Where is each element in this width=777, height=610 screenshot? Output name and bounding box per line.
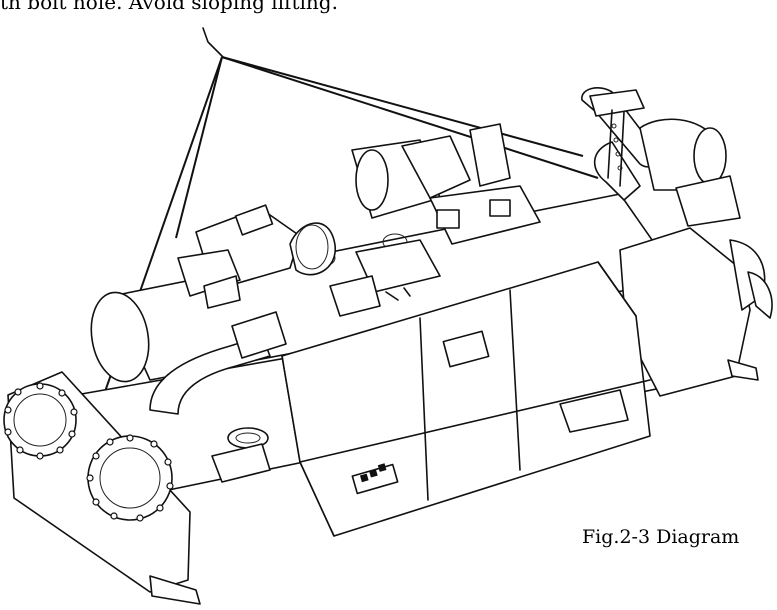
left-end-flanges bbox=[3, 371, 201, 605]
control-cabinet bbox=[281, 261, 651, 537]
instruction-text: th bolt hole. Avoid sloping lifting. bbox=[0, 0, 338, 14]
water-pipe-elbow bbox=[149, 311, 287, 415]
compressor-assembly bbox=[177, 123, 541, 317]
right-end-flanges bbox=[619, 227, 773, 397]
lifting-cables bbox=[85, 27, 599, 447]
discharge-piping bbox=[581, 87, 741, 227]
figure-caption: Fig.2-3 Diagram bbox=[582, 526, 740, 548]
bottom-supports bbox=[211, 389, 629, 483]
